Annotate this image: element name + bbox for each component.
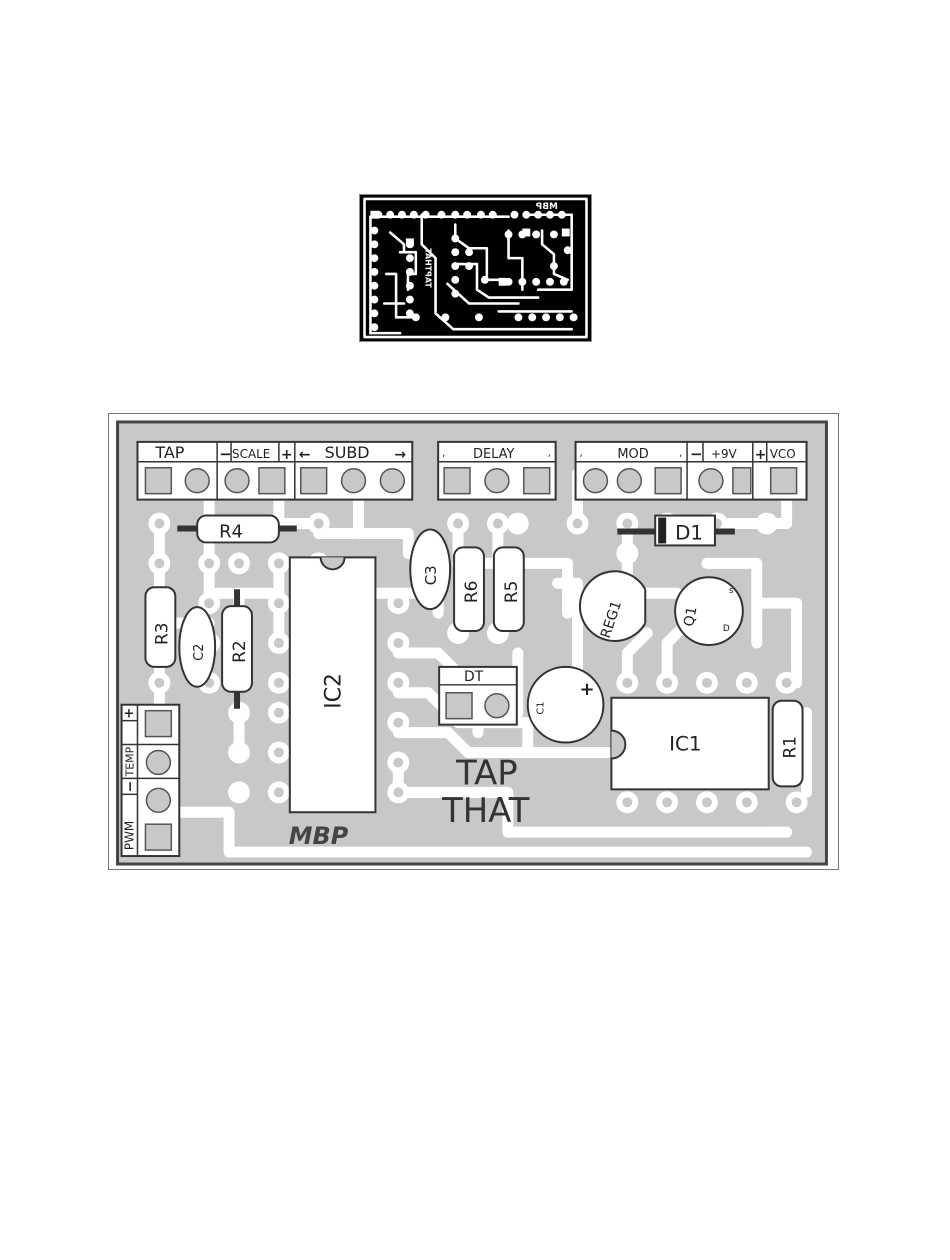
mod-label: MOD [617,447,648,462]
resistor-r2: R2 [222,589,252,708]
resistor-r5: R5 [494,547,524,631]
etch-title-text: TAPTHAT [424,248,433,288]
q1-s-label: s [729,586,734,596]
q1-label: Q1 [681,605,700,627]
delay-label: DELAY [473,447,514,462]
capacitor-c3: C3 [410,529,450,609]
r1-label: R1 [780,736,800,759]
temp-plus: + [124,707,135,722]
r2-label: R2 [229,640,249,663]
transistor-q1: Q1 s D [675,577,743,645]
pwm-label: PWM [122,821,136,850]
scale-label: SCALE [232,447,270,461]
resistor-r6: R6 [454,547,484,631]
c1-plus: + [580,679,595,700]
board-title-line2: THAT [441,791,530,830]
r6-label: R6 [461,581,481,604]
vco-label: VCO [770,447,796,461]
r4-label: R4 [219,521,243,542]
pcb-etch-mask: MBP TAPTHAT [359,194,592,342]
ic1-chip: IC1 [611,698,768,790]
left-connector-strip: + TEMP − PWM [122,705,180,856]
capacitor-c1: C1 + [528,667,604,743]
subd-arrow-left: ← [299,447,311,463]
dt-label: DT [464,669,484,685]
resistor-r1: R1 [773,701,803,787]
power-plus: + [755,447,767,463]
c1-label: C1 [536,701,547,714]
c2-label: C2 [192,644,207,661]
r5-label: R5 [501,581,521,604]
etch-logo-text: MBP [535,202,558,212]
ic1-label: IC1 [669,733,701,756]
power-label: +9V [711,447,738,461]
ic2-label: IC2 [322,673,347,709]
c3-label: C3 [422,565,440,585]
delay-tick-right: , [548,448,551,459]
capacitor-c2: C2 [179,607,215,687]
mod-tick-right: , [679,448,682,459]
mod-tick-left: , [580,448,583,459]
top-connector-strip: TAP − SCALE + ← SUBD → , DELAY , , MOD ,… [137,442,806,500]
resistor-r3: R3 [145,587,175,667]
power-minus: − [690,445,703,463]
r3-label: R3 [151,622,171,645]
pwm-minus: − [122,781,138,793]
subd-arrow-right: → [394,447,406,463]
mbp-logo: MBP [289,822,349,850]
scale-plus: + [281,447,293,463]
tap-label: TAP [154,443,184,462]
board-title-line1: TAP [455,753,518,792]
d1-label: D1 [675,521,703,544]
q1-d-label: D [723,624,730,634]
temp-label: TEMP [123,746,136,777]
ic2-chip: IC2 [290,557,376,812]
delay-tick-left: , [442,448,445,459]
regulator-reg1: REG1 [580,571,645,641]
dt-jumper: DT [439,667,517,725]
scale-minus: − [219,445,232,463]
subd-label: SUBD [325,443,370,462]
pcb-component-layout: TAP − SCALE + ← SUBD → , DELAY , , MOD ,… [108,413,839,870]
